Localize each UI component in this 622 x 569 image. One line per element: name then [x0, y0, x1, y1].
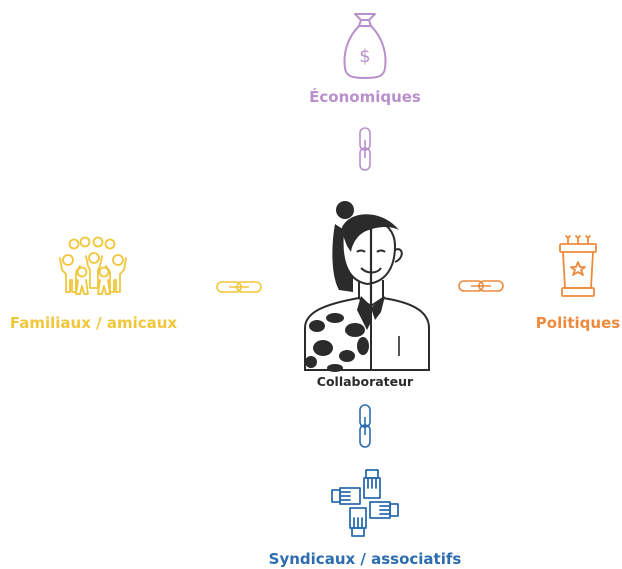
label-politiques: Politiques: [535, 314, 621, 332]
chain-link-bottom-icon: [359, 404, 371, 448]
label-collaborateur: Collaborateur: [316, 374, 414, 389]
chain-link-right-icon: [458, 280, 504, 292]
node-syndicaux: Syndicaux / associatifs: [260, 468, 470, 568]
svg-text:$: $: [359, 46, 370, 67]
chain-link-left-icon: [216, 281, 262, 293]
label-familiaux: Familiaux / amicaux: [9, 314, 178, 332]
node-economiques: $ Économiques: [305, 10, 425, 106]
node-collaborateur: Collaborateur: [290, 196, 440, 389]
chain-link-top-icon: [359, 127, 371, 171]
podium-icon: [559, 235, 597, 297]
node-politiques: Politiques: [528, 234, 622, 332]
joined-hands-icon: [331, 469, 399, 537]
label-syndicaux: Syndicaux / associatifs: [268, 550, 462, 568]
label-economiques: Économiques: [309, 88, 421, 106]
family-group-icon: [58, 236, 127, 295]
collaborator-person-icon: [304, 201, 430, 372]
money-bag-icon: $: [343, 13, 387, 79]
node-familiaux: Familiaux / amicaux: [6, 236, 181, 332]
